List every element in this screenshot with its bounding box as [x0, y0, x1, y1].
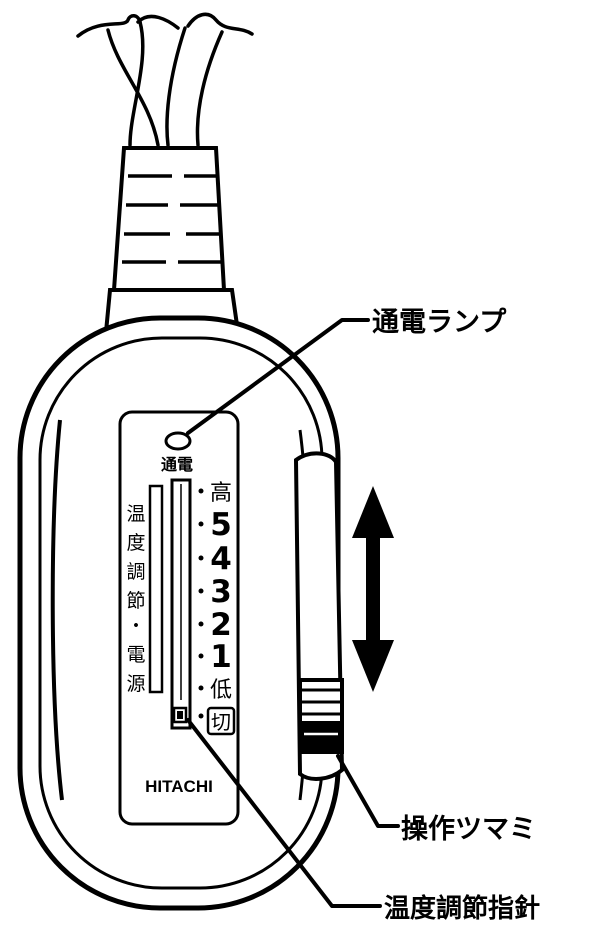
up-down-arrow-icon	[352, 486, 394, 692]
scale-high: 高	[210, 481, 232, 506]
callout-lines	[186, 318, 400, 908]
scale-low: 低	[210, 678, 232, 703]
vertical-label: 温 度 調 節 ・ 電 源	[126, 503, 145, 695]
operation-knob[interactable]	[293, 451, 345, 781]
scale-4: 4	[210, 541, 232, 577]
cord-strain-relief	[103, 146, 241, 334]
vertical-label-char: 温	[126, 503, 145, 525]
vertical-label-char: 調	[126, 561, 145, 583]
scale-3: 3	[210, 574, 232, 610]
callout-pointer: 温度調節指針	[384, 893, 540, 924]
scale-5: 5	[210, 507, 232, 543]
label-bar	[148, 484, 164, 694]
vertical-label-char: 電	[126, 644, 145, 666]
slider-track	[170, 478, 192, 730]
scale-off-box	[206, 706, 236, 736]
scale-off: 切	[211, 710, 231, 734]
temperature-scale: 高 5 4 3 2 1 低 切	[206, 481, 236, 736]
scale-1: 1	[210, 639, 232, 675]
scale-dots	[198, 488, 204, 719]
vertical-label-char: 節	[126, 590, 145, 612]
lamp-label: 通電	[161, 455, 193, 474]
brand-logo: HITACHI	[145, 777, 213, 796]
scale-2: 2	[210, 607, 232, 643]
vertical-label-char: 源	[126, 673, 145, 695]
callout-knob: 操作ツマミ	[401, 814, 536, 845]
vertical-label-char: ・	[126, 615, 145, 637]
callout-lamp: 通電ランプ	[372, 307, 507, 338]
indicator-lamp	[164, 431, 192, 451]
vertical-label-char: 度	[126, 532, 145, 554]
power-cord	[76, 12, 254, 147]
temperature-pointer-core	[177, 711, 183, 719]
